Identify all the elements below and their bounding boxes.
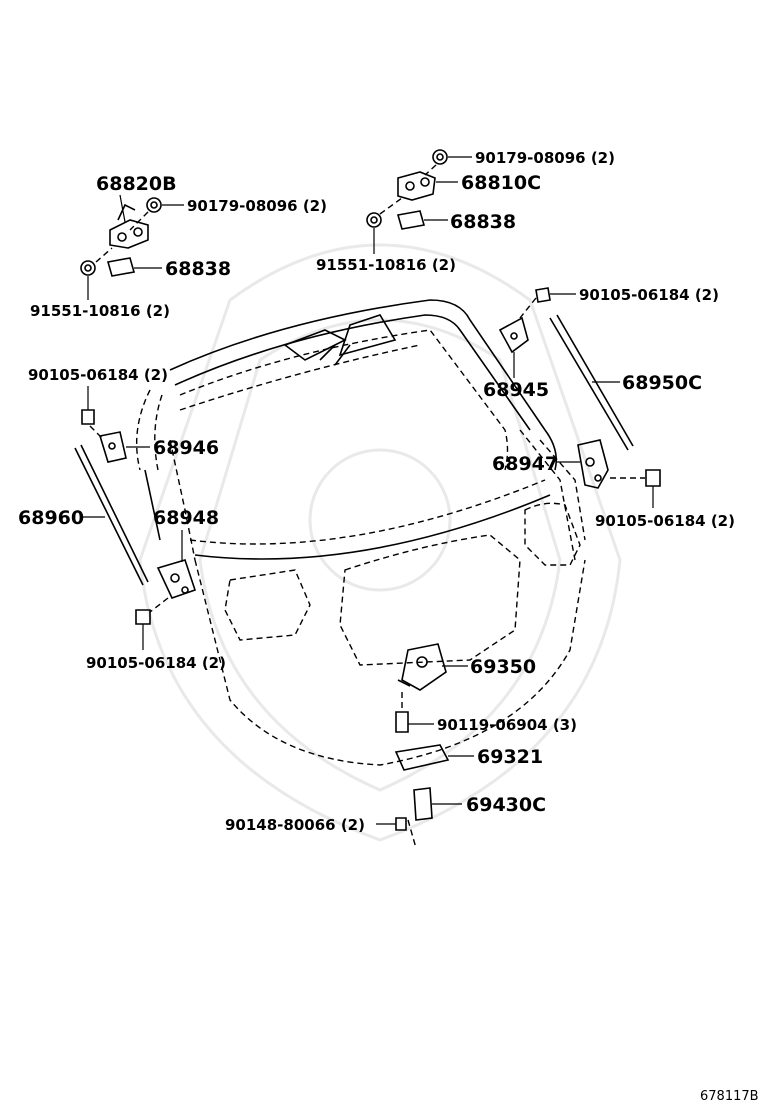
label-68946: 68946: [153, 437, 219, 459]
label-69430C: 69430C: [466, 794, 546, 816]
bracket-68946: [98, 431, 127, 463]
nut-left-top: [146, 197, 162, 213]
bracket-68945: [498, 316, 529, 354]
nut-right-top: [432, 149, 448, 165]
bolt-right-lower: [645, 469, 661, 487]
label-68950C: 68950C: [622, 372, 702, 394]
dash-lead: [95, 247, 113, 263]
bracket-68947: [577, 439, 645, 489]
label-68960: 68960: [18, 507, 84, 529]
label-90148-80066: 90148-80066 (2): [225, 816, 365, 834]
label-90105-06184-lower-left: 90105-06184 (2): [86, 654, 226, 672]
striker-69430C: [407, 787, 433, 849]
label-69350: 69350: [470, 656, 536, 678]
cover-69321: [394, 744, 450, 771]
lock-69350: [397, 643, 447, 691]
label-90105-06184-upper-left: 90105-06184 (2): [28, 366, 168, 384]
label-90179-08096-right: 90179-08096 (2): [475, 149, 615, 167]
label-68838-left: 68838: [165, 258, 231, 280]
label-90105-06184-lower-right: 90105-06184 (2): [595, 512, 735, 530]
hinge-right: [397, 171, 436, 201]
label-68948: 68948: [153, 507, 219, 529]
bolt-lock: [395, 692, 409, 733]
label-68810C: 68810C: [461, 172, 541, 194]
dash-lead: [379, 197, 403, 215]
label-90105-06184-upper-right: 90105-06184 (2): [579, 286, 719, 304]
stay-left-68960: [74, 444, 149, 586]
label-90119-06904: 90119-06904 (3): [437, 716, 577, 734]
bolt-left-lower: [135, 609, 151, 625]
nut-right-bottom: [366, 212, 382, 228]
diagram-code: 678117B: [700, 1089, 759, 1104]
label-91551-10816-right: 91551-10816 (2): [316, 256, 456, 274]
hinge-left: [109, 203, 149, 249]
screw-90148: [395, 817, 407, 831]
label-91551-10816-left: 91551-10816 (2): [30, 302, 170, 320]
leader-lines: [82, 156, 654, 825]
bolt-left-upper: [81, 409, 105, 441]
label-68945: 68945: [483, 379, 549, 401]
label-90179-08096-left: 90179-08096 (2): [187, 197, 327, 215]
label-68838-right: 68838: [450, 211, 516, 233]
back-door-panel: [136, 299, 586, 766]
nut-left-bottom: [80, 260, 96, 276]
label-68947: 68947: [492, 453, 558, 475]
seal-left: [106, 257, 136, 277]
bracket-68948: [149, 559, 197, 613]
dash-lead: [424, 164, 437, 176]
label-68820B: 68820B: [96, 173, 177, 195]
dash-lead: [129, 211, 149, 231]
label-69321: 69321: [477, 746, 543, 768]
stay-right-68950C: [549, 314, 634, 451]
seal-right: [396, 210, 426, 230]
bolt-upper-right: [519, 287, 551, 319]
